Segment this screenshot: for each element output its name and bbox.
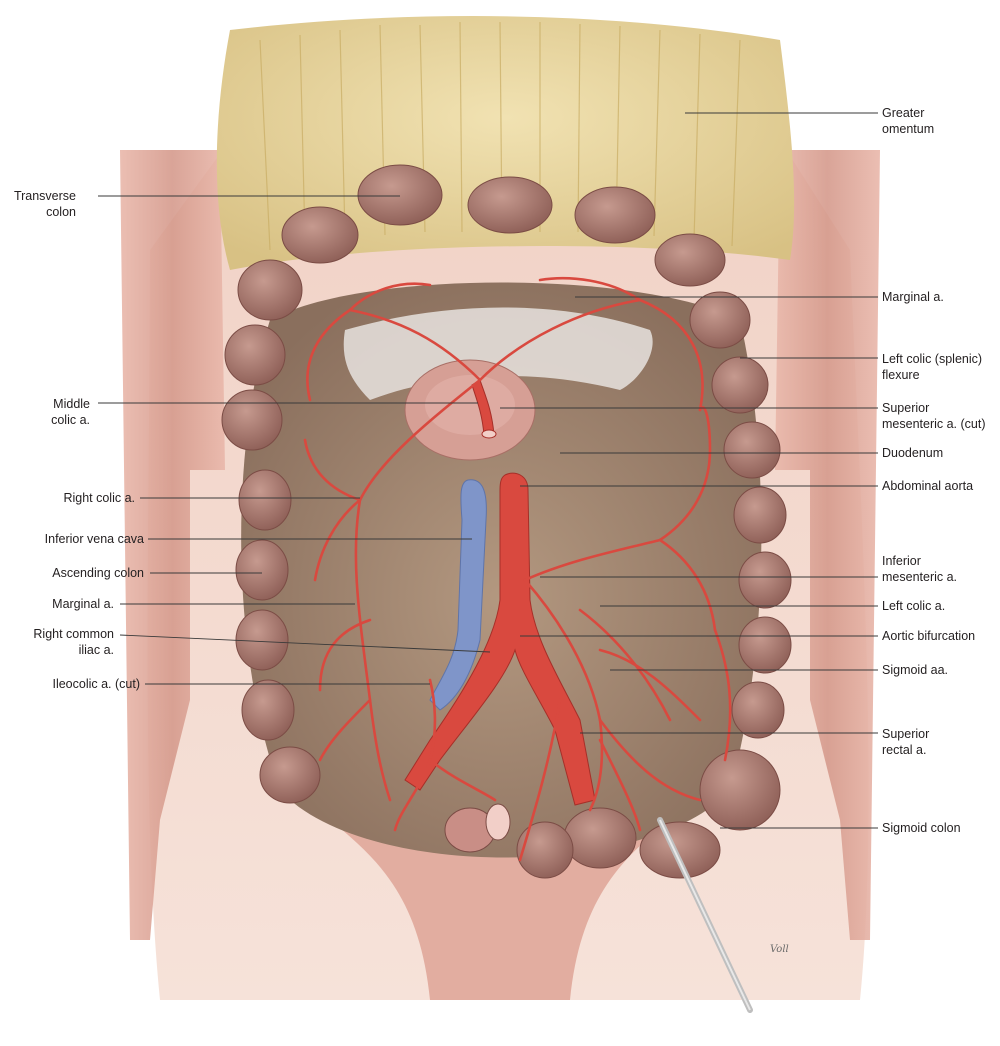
aorta-tree <box>404 472 596 806</box>
label-sigmoid-colon: Sigmoid colon <box>882 821 961 835</box>
label-left-colic-artery: Left colic a. <box>882 599 946 613</box>
label-inferior-vena-cava: Inferior vena cava <box>44 532 144 546</box>
label-greater-omentum: Greater omentum <box>882 106 935 136</box>
label-transverse-colon: Transverse colon <box>13 189 76 219</box>
label-marginal-artery-right: Marginal a. <box>882 290 944 304</box>
label-aortic-bifurcation: Aortic bifurcation <box>882 629 976 643</box>
leader-lines <box>98 112 878 829</box>
colon-frame <box>221 164 792 879</box>
label-marginal-artery-left: Marginal a. <box>52 597 114 611</box>
mesenteric-arcades <box>303 276 732 862</box>
label-ileocolic-artery: Ileocolic a. (cut) <box>52 677 140 691</box>
label-middle-colic-artery: Middle colic a. <box>51 397 90 427</box>
label-right-colic-artery: Right colic a. <box>63 491 135 505</box>
label-ascending-colon: Ascending colon <box>52 566 144 580</box>
label-abdominal-aorta: Abdominal aorta <box>882 479 974 493</box>
inferior-vena-cava <box>429 479 487 711</box>
artist-signature: Voll <box>770 944 789 955</box>
label-superior-mesenteric-artery: Superior mesenteric a. (cut) <box>882 401 986 431</box>
label-left-colic-flexure: Left colic (splenic) flexure <box>882 352 983 382</box>
label-duodenum: Duodenum <box>882 446 944 460</box>
label-superior-rectal-artery: Superior rectal a. <box>882 727 930 757</box>
sma-cut <box>471 379 497 439</box>
duodenum <box>404 359 536 461</box>
label-right-common-iliac: Right common iliac a. <box>33 627 114 657</box>
label-sigmoid-arteries: Sigmoid aa. <box>882 663 949 677</box>
label-inferior-mesenteric-artery: Inferior mesenteric a. <box>882 554 958 584</box>
